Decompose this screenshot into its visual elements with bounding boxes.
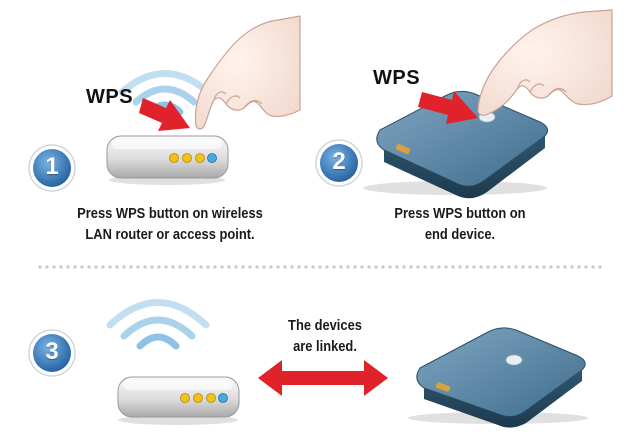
led-icon xyxy=(182,153,192,163)
step-badge xyxy=(315,139,363,187)
led-icon xyxy=(207,153,217,163)
step-1-caption-line-2: LAN router or access point. xyxy=(85,226,255,243)
dotted-divider xyxy=(38,265,602,269)
step-2-number: 2 xyxy=(332,148,346,175)
step-1-number: 1 xyxy=(45,153,59,180)
step-2-wps-tag: WPS xyxy=(373,67,421,89)
wireless-router-icon xyxy=(106,135,229,185)
wireless-router-icon xyxy=(117,376,240,425)
step-3-caption-line-2: are linked. xyxy=(293,338,357,355)
step-2-caption-line-1: Press WPS button on xyxy=(394,205,526,222)
step-1-wps-tag: WPS xyxy=(86,86,134,108)
wifi-signal-icon xyxy=(106,299,210,350)
step-badge xyxy=(28,329,76,377)
step-2-caption-line-2: end device. xyxy=(424,226,496,243)
step-1-caption: Press WPS button on wireless LAN router … xyxy=(58,203,282,245)
led-icon xyxy=(193,393,203,403)
end-device-icon xyxy=(363,90,549,199)
wifi-signal-icon xyxy=(118,70,212,116)
led-icon xyxy=(206,393,216,403)
step-3-number: 3 xyxy=(45,338,59,365)
led-icon xyxy=(195,153,205,163)
step-3-caption-line-1: The devices xyxy=(288,317,362,334)
led-icon xyxy=(180,393,190,403)
pointing-hand-icon xyxy=(194,15,301,130)
red-arrow-icon xyxy=(139,98,190,131)
pointing-hand-icon xyxy=(477,9,613,116)
step-1-caption-line-1: Press WPS button on wireless xyxy=(77,205,263,222)
red-arrow-icon xyxy=(418,91,478,124)
led-icon xyxy=(218,393,228,403)
step-badge xyxy=(28,144,76,192)
step-3-caption: The devices are linked. xyxy=(271,315,379,357)
step-2-caption: Press WPS button on end device. xyxy=(374,203,546,245)
led-icon xyxy=(169,153,179,163)
double-arrow-icon xyxy=(258,360,388,396)
end-device-icon xyxy=(408,327,588,428)
